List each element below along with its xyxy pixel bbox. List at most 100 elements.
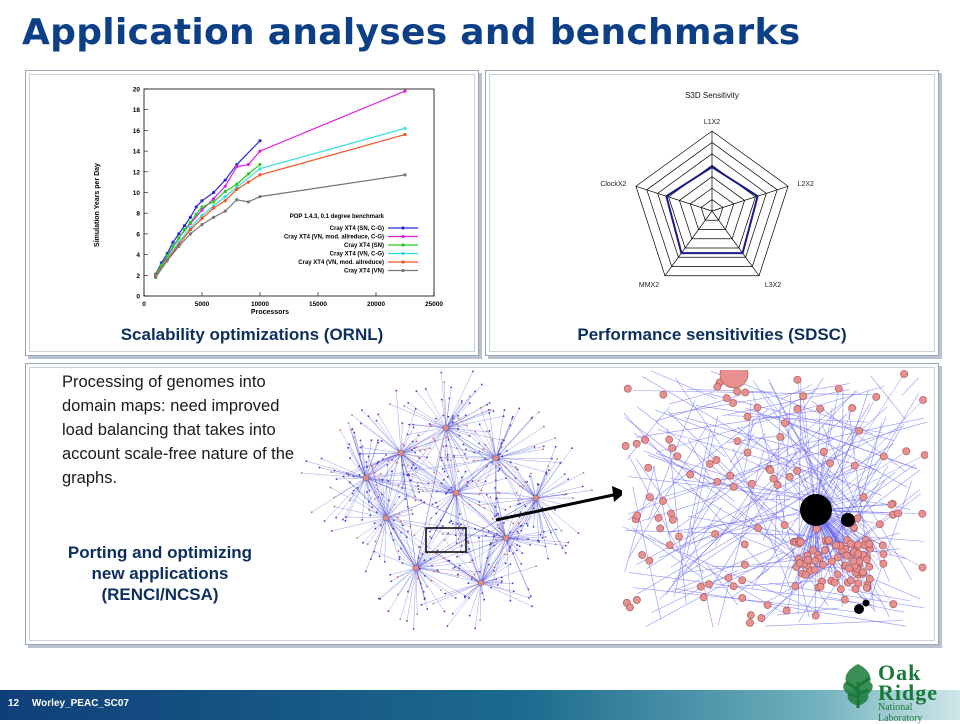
- legend-marker: [401, 243, 404, 246]
- hub-node: [863, 600, 870, 607]
- data-point: [166, 259, 169, 262]
- data-point: [200, 205, 203, 208]
- data-point: [200, 223, 203, 226]
- data-point: [224, 199, 227, 202]
- graph-node: [819, 561, 826, 568]
- graph-node: [856, 427, 863, 434]
- y-tick-label: 0: [136, 294, 140, 301]
- graph-node: [723, 395, 730, 402]
- graph-node: [890, 601, 897, 608]
- data-point: [258, 167, 261, 170]
- data-point: [200, 217, 203, 220]
- porting-panel: Processing of genomes into domain maps: …: [25, 363, 939, 645]
- legend-entry: Cray XT4 (SN, C-G): [330, 226, 384, 232]
- graph-node: [781, 521, 788, 528]
- graph-node: [851, 462, 858, 469]
- radar-axis-label: L2X2: [798, 181, 814, 188]
- data-point: [154, 276, 157, 279]
- graph-node: [739, 594, 746, 601]
- radar-axis-label: L1X2: [704, 119, 720, 126]
- graph-node: [727, 472, 734, 479]
- x-tick-label: 15000: [309, 301, 327, 308]
- data-point: [195, 213, 198, 216]
- data-point: [189, 221, 192, 224]
- graph-node: [734, 437, 741, 444]
- graph-node: [800, 393, 807, 400]
- graph-node: [873, 393, 880, 400]
- graph-node: [880, 560, 887, 567]
- graph-node: [633, 596, 640, 603]
- porting-caption: Porting and optimizing new applications …: [60, 542, 260, 605]
- x-tick-label: 20000: [367, 301, 385, 308]
- data-point: [177, 232, 180, 235]
- graph-node: [919, 564, 926, 571]
- data-point: [403, 173, 406, 176]
- graph-node: [781, 419, 788, 426]
- x-tick-label: 5000: [195, 301, 210, 308]
- graph-node: [880, 550, 887, 557]
- data-point: [235, 198, 238, 201]
- legend-marker: [401, 260, 404, 263]
- data-point: [212, 197, 215, 200]
- graph-node: [794, 405, 801, 412]
- graph-node: [657, 525, 664, 532]
- graph-node: [847, 577, 854, 584]
- data-point: [195, 205, 198, 208]
- radar-axis-label: L3X2: [765, 282, 781, 289]
- hub-node: [363, 475, 369, 481]
- data-point: [189, 232, 192, 235]
- legend-marker: [401, 235, 404, 238]
- graph-node: [820, 448, 827, 455]
- hub-node: [854, 604, 864, 614]
- data-point: [403, 133, 406, 136]
- radar-axis-label: ClockX2: [600, 181, 626, 188]
- ornl-logo: Oak Ridge National Laboratory: [838, 658, 948, 714]
- legend-title: POP 1.4.3, 0.1 degree benchmark: [290, 214, 385, 220]
- legend-marker: [401, 252, 404, 255]
- graph-node: [633, 440, 640, 447]
- graph-node: [825, 537, 832, 544]
- graph-node: [669, 516, 676, 523]
- graph-node: [655, 514, 662, 521]
- graph-node: [758, 614, 765, 621]
- data-point: [247, 163, 250, 166]
- data-point: [235, 188, 238, 191]
- hub-node: [443, 425, 449, 431]
- data-point: [403, 89, 406, 92]
- graph-node: [706, 460, 713, 467]
- y-tick-label: 4: [136, 252, 140, 259]
- hub-node: [533, 495, 539, 501]
- graph-node: [666, 436, 673, 443]
- graph-node: [845, 565, 852, 572]
- graph-node: [921, 451, 928, 458]
- legend-entry: Cray XT4 (VN, mod. allreduce, C-G): [284, 235, 384, 241]
- graph-node: [863, 584, 870, 591]
- hub-node: [413, 565, 419, 571]
- graph-node: [811, 557, 818, 564]
- graph-node: [866, 540, 873, 547]
- graph-node: [831, 579, 838, 586]
- legend-entry: Cray XT4 (VN): [344, 269, 384, 275]
- graph-node: [794, 376, 801, 383]
- data-point: [258, 195, 261, 198]
- graph-node: [744, 413, 751, 420]
- graph-node: [850, 557, 857, 564]
- radar-spoke: [636, 186, 712, 211]
- y-tick-label: 6: [136, 231, 140, 238]
- hub-node: [398, 450, 404, 456]
- slide-title: Application analyses and benchmarks: [22, 12, 800, 53]
- scalability-caption: Scalability optimizations (ORNL): [26, 325, 478, 345]
- data-point: [235, 165, 238, 168]
- graph-node: [826, 460, 833, 467]
- graph-node: [638, 551, 645, 558]
- graph-node: [797, 539, 804, 546]
- data-point: [258, 173, 261, 176]
- graph-node: [876, 521, 883, 528]
- graph-node: [901, 370, 908, 377]
- graph-node: [843, 552, 850, 559]
- graph-node: [770, 475, 777, 482]
- radar-axis-label: MMX2: [639, 282, 659, 289]
- graph-node: [834, 571, 841, 578]
- x-tick-label: 0: [142, 301, 146, 308]
- graph-node: [834, 554, 841, 561]
